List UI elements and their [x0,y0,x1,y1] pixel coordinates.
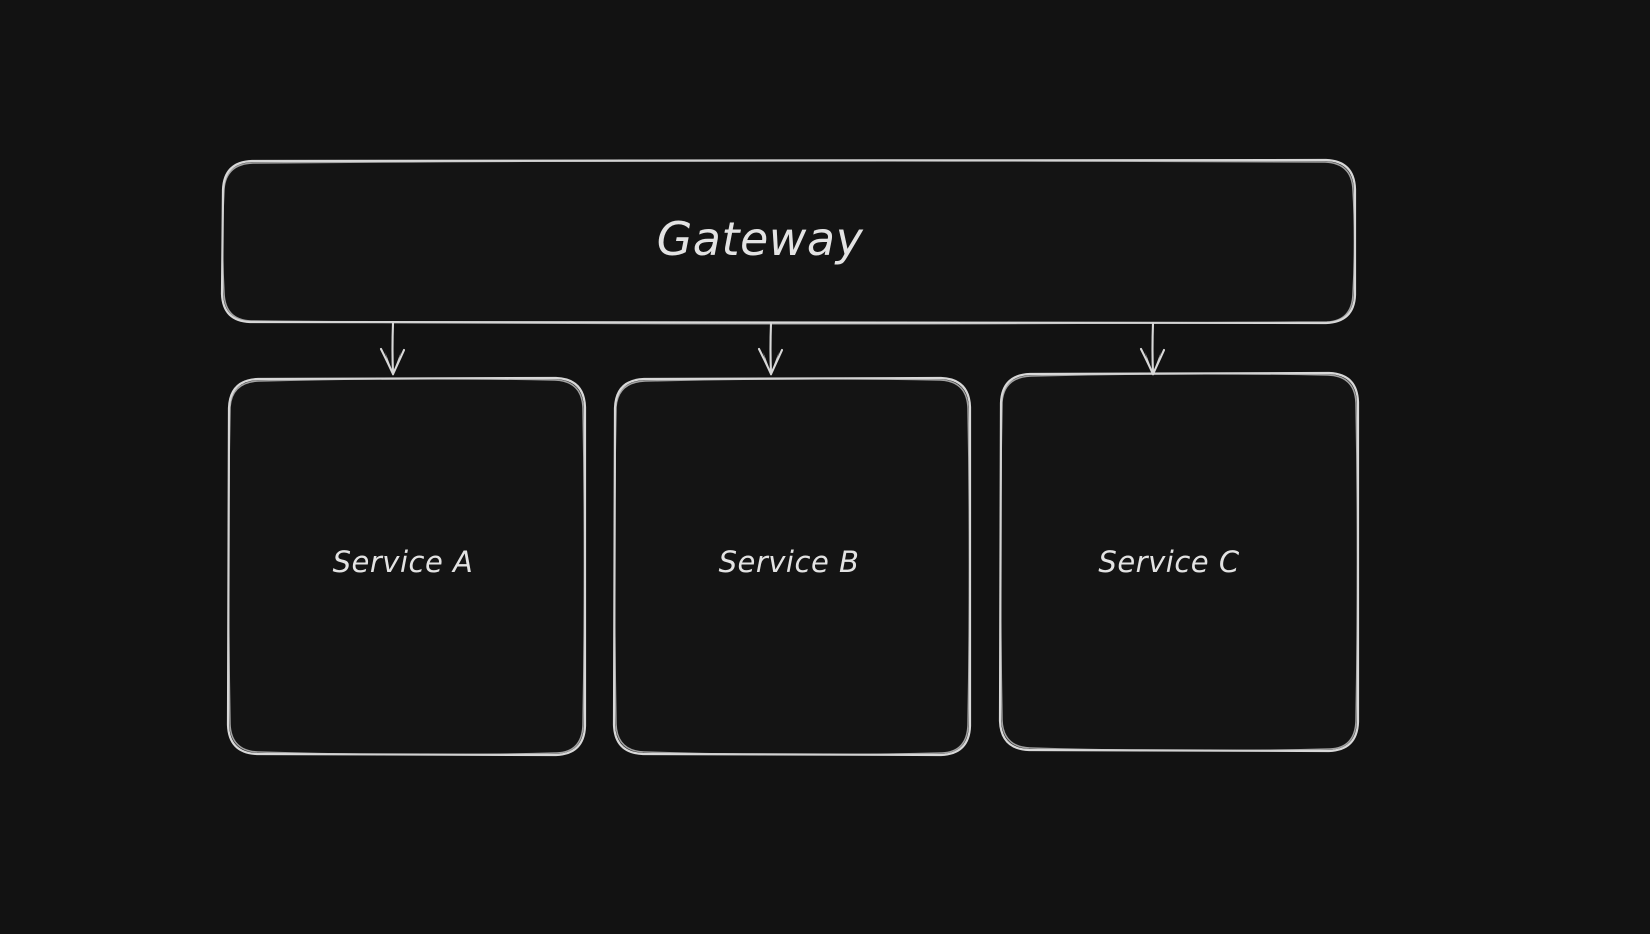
edge-gateway-to-service-b[interactable] [757,321,784,376]
node-service-a[interactable] [228,378,585,755]
edge-gateway-to-service-a[interactable] [379,321,406,376]
node-service-b[interactable] [614,378,970,755]
edge-gateway-to-service-c[interactable] [1139,321,1166,376]
node-service-c-shape[interactable] [998,371,1360,753]
node-service-c[interactable] [1000,373,1358,752]
node-service-b-shape[interactable] [612,376,972,757]
node-gateway[interactable] [222,160,1355,323]
node-gateway-shape[interactable] [220,158,1357,325]
node-service-a-shape[interactable] [226,376,587,757]
